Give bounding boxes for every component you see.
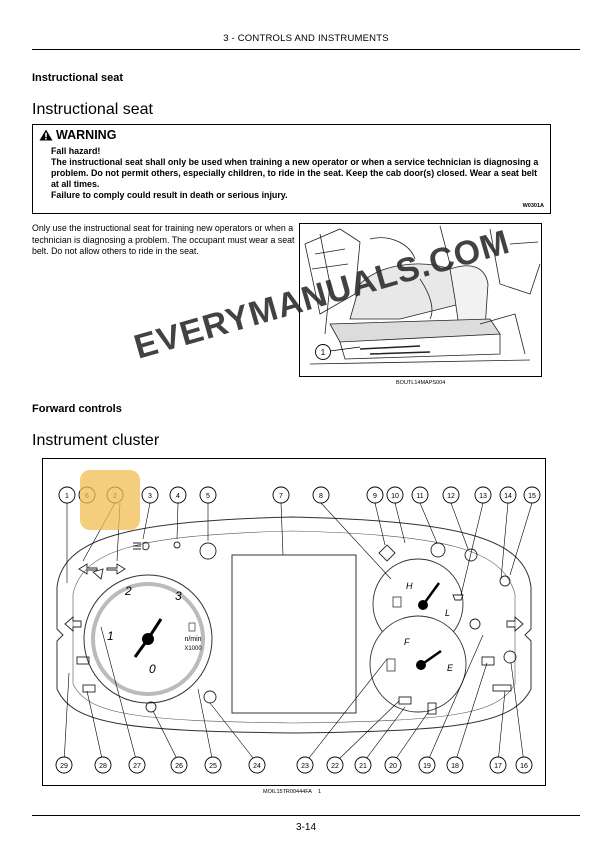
section-title-instructional-seat: Instructional seat <box>32 101 153 118</box>
callout-8: 8 <box>319 493 323 500</box>
warning-line-instruction: The instructional seat shall only be use… <box>51 157 539 189</box>
fuel-icon <box>427 702 437 715</box>
warning-title: WARNING <box>39 128 116 142</box>
temp-label-l: L <box>445 608 450 618</box>
temp-label-h: H <box>406 581 413 591</box>
section-title-instrument-cluster: Instrument cluster <box>32 432 160 449</box>
diff-lock-icon <box>82 684 96 693</box>
figure1-caption-label: BOUTL14MAPS004 <box>396 380 446 386</box>
callout-10: 10 <box>391 493 399 500</box>
figure2-caption: MOIL15TR00444FA 1 <box>263 789 321 795</box>
callout-24: 24 <box>253 763 261 770</box>
callout-20: 20 <box>389 763 397 770</box>
right-arrow-icon <box>506 616 524 632</box>
figure2-caption-code: MOIL15TR00444FA <box>263 789 312 795</box>
fuel-label-f: F <box>404 637 410 647</box>
fuel-gauge: F E <box>369 615 467 713</box>
oil-pressure-icon <box>452 594 464 601</box>
warning-triangle-icon <box>39 129 53 141</box>
callout-28: 28 <box>99 763 107 770</box>
header-rule <box>32 49 580 50</box>
callout-27: 27 <box>133 763 141 770</box>
pto-icon <box>145 701 157 713</box>
callout-3: 3 <box>148 493 152 500</box>
callout-7: 7 <box>279 493 283 500</box>
tach-label-1: 1 <box>107 629 114 643</box>
figure2-caption-number: 1 <box>318 789 322 795</box>
callout-18: 18 <box>451 763 459 770</box>
callout-11: 11 <box>416 493 423 500</box>
work-light-icon <box>173 541 181 549</box>
callout-22: 22 <box>331 763 339 770</box>
tachometer: 2 3 1 0 n/min X1000 <box>83 574 213 704</box>
callout-4: 4 <box>176 493 180 500</box>
callout-15: 15 <box>528 493 536 500</box>
high-beam-icon <box>133 541 150 551</box>
warning-title-text: WARNING <box>56 128 117 142</box>
section-heading-forward-controls: Forward controls <box>32 403 122 415</box>
callout-17: 17 <box>494 763 502 770</box>
callout-14: 14 <box>504 493 512 500</box>
section-heading-instructional-seat: Instructional seat <box>32 72 124 84</box>
instructional-seat-figure: 1 BOUTL14MAPS004 <box>299 223 542 386</box>
instrument-cluster-figure: 2 3 1 0 n/min X1000 H L F E <box>42 458 546 786</box>
fuel-label-e: E <box>447 663 454 673</box>
watermark-logo <box>80 470 140 530</box>
callout-13: 13 <box>479 493 487 500</box>
callout-25: 25 <box>209 763 217 770</box>
low-beam-icon <box>92 568 104 580</box>
warning-code: W0301A <box>522 203 544 209</box>
warning-box: WARNING Fall hazard! The instructional s… <box>32 124 551 214</box>
lcd-display <box>231 554 357 714</box>
stop-icon <box>199 542 217 560</box>
instructional-seat-illustration: 1 BOUTL14MAPS004 <box>304 225 541 386</box>
glow-plug-icon <box>492 684 512 692</box>
callout-16: 16 <box>520 763 528 770</box>
page-header: 3 - CONTROLS AND INSTRUMENTS <box>223 33 389 44</box>
brake-icon <box>464 548 478 562</box>
4wd-icon <box>76 656 90 665</box>
page-number: 3-14 <box>295 822 316 833</box>
footer-rule <box>32 815 580 816</box>
callout-29: 29 <box>60 763 68 770</box>
warning-line-consequence: Failure to comply could result in death … <box>51 190 288 200</box>
callout-12: 12 <box>447 493 455 500</box>
tach-label-3: 3 <box>175 589 182 603</box>
callout-26: 26 <box>175 763 183 770</box>
warning-line-hazard: Fall hazard! <box>51 146 101 156</box>
callout-5: 5 <box>206 493 210 500</box>
tach-label-2: 2 <box>124 584 132 598</box>
turn-left-icon <box>78 563 98 575</box>
auto-icon <box>503 650 517 664</box>
hydraulic-icon <box>398 696 412 705</box>
left-arrow-icon <box>64 616 82 632</box>
callout-19: 19 <box>423 763 431 770</box>
instrument-cluster-illustration: 2 3 1 0 n/min X1000 H L F E <box>55 486 541 774</box>
battery-icon <box>481 656 495 666</box>
parking-brake-icon <box>430 542 446 558</box>
callout-1: 1 <box>65 493 69 500</box>
tach-label-0: 0 <box>149 662 156 676</box>
tach-multiplier: X1000 <box>184 646 202 652</box>
temperature-icon <box>469 618 481 630</box>
callout-9: 9 <box>373 493 377 500</box>
callout-23: 23 <box>301 763 309 770</box>
steering-icon <box>499 575 511 587</box>
hazard-icon <box>378 544 396 562</box>
callout-21: 21 <box>359 763 367 770</box>
tach-unit: n/min <box>184 636 201 643</box>
figure1-callout-1: 1 <box>321 348 326 357</box>
warning-text: Fall hazard! The instructional seat shal… <box>51 146 541 201</box>
turn-right-icon <box>106 563 126 575</box>
instruction-paragraph: Only use the instructional seat for trai… <box>32 223 295 256</box>
